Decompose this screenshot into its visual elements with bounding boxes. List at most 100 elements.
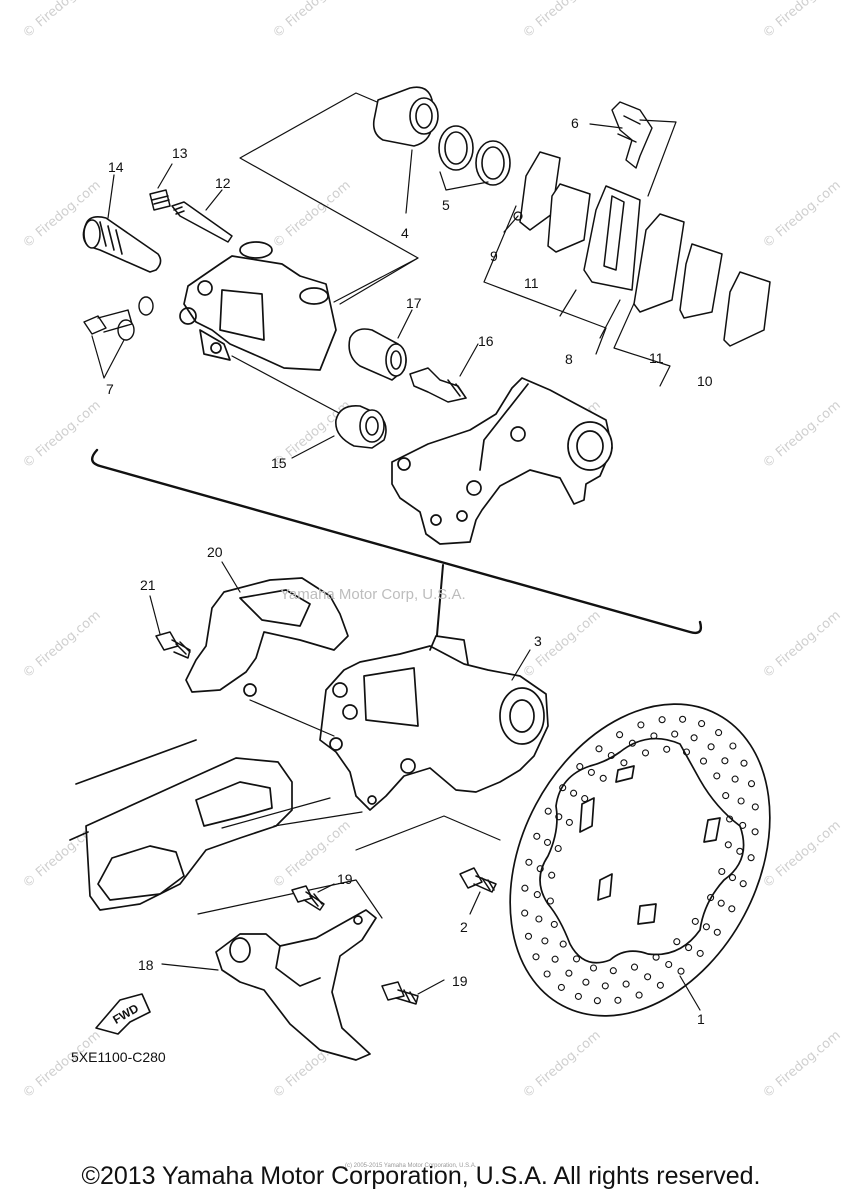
- disc-hole: [533, 891, 541, 899]
- disc-hole: [736, 847, 744, 855]
- disc-hole: [533, 832, 541, 840]
- leader-line: [339, 257, 419, 305]
- assembly-bracket-line: [91, 448, 703, 635]
- disc-hole: [739, 821, 747, 829]
- disc-hole: [541, 937, 549, 945]
- disc-hole: [582, 978, 590, 986]
- disc-hole: [691, 917, 699, 925]
- disc-hole: [607, 751, 615, 760]
- callout-3: 3: [534, 633, 542, 649]
- disc-hole: [737, 797, 745, 805]
- disc-hole: [525, 858, 533, 866]
- disc-hole: [581, 795, 589, 803]
- disc-hole: [559, 784, 567, 792]
- pad-pin-hole: [513, 211, 523, 221]
- disc-hole: [576, 763, 584, 771]
- callout-17: 17: [406, 295, 422, 311]
- disc-hole: [665, 960, 673, 969]
- disc-hole: [677, 967, 685, 975]
- guard-bolt-upper: [291, 885, 325, 911]
- callout-19: 19: [452, 973, 468, 989]
- disc-hole: [717, 899, 725, 907]
- disc-hole: [722, 792, 730, 800]
- disc-hole: [740, 759, 748, 767]
- disc-hole: [589, 964, 598, 972]
- disc-hole: [570, 789, 578, 797]
- disc-hole: [524, 932, 533, 940]
- caliper-body: [179, 241, 337, 371]
- disc-hole: [641, 749, 650, 757]
- disc-hole: [630, 963, 639, 971]
- disc-hole: [616, 731, 624, 739]
- callout-19: 19: [337, 871, 353, 887]
- leader-19: [417, 979, 445, 995]
- disc-hole: [724, 841, 732, 849]
- disc-hole: [635, 991, 643, 999]
- piston-seal: [438, 125, 511, 186]
- disc-hole: [559, 940, 567, 948]
- disc-hole: [671, 730, 679, 738]
- disc-hole: [535, 915, 543, 923]
- callout-6: 6: [571, 115, 579, 131]
- leader-2: [469, 891, 481, 915]
- disc-hole: [728, 874, 737, 882]
- disc-hole: [739, 880, 747, 888]
- disc-hole: [595, 745, 603, 753]
- bleed-screw: [149, 189, 171, 211]
- tiny-copyright: (c) 2005-2015 Yamaha Motor Corporation, …: [345, 1163, 477, 1169]
- leader-9: [503, 215, 519, 233]
- disc-hole: [682, 748, 691, 756]
- disc-hole: [731, 775, 739, 783]
- pad-pin: [171, 201, 233, 243]
- disc-hole: [550, 920, 558, 928]
- caliper-bolt: [409, 367, 467, 403]
- disc-hole: [679, 715, 687, 723]
- disc-hole: [652, 953, 660, 961]
- leader-18: [161, 963, 219, 971]
- disc-hole: [650, 732, 658, 740]
- disc-hole: [565, 969, 573, 977]
- disc-hole: [574, 992, 582, 1000]
- callout-18: 18: [138, 957, 154, 973]
- disc-hole: [728, 905, 736, 913]
- callout-5: 5: [442, 197, 450, 213]
- fwd-arrow-icon: [95, 993, 151, 1035]
- callout-21: 21: [140, 577, 156, 593]
- disc-hole: [637, 721, 645, 729]
- disc-hole: [713, 772, 721, 780]
- guard-bolt-lower: [381, 981, 419, 1005]
- disc-hole: [690, 734, 698, 742]
- leader-1: [679, 975, 701, 1011]
- disc-hole: [609, 967, 617, 975]
- disc-hole: [751, 828, 759, 836]
- disc-hole: [644, 973, 652, 981]
- disc-hole: [663, 745, 671, 753]
- disc-hole: [587, 768, 595, 776]
- callout-8: 8: [565, 351, 573, 367]
- disc-hole: [656, 981, 664, 989]
- disc-hole: [726, 815, 734, 823]
- callout-7: 7: [106, 381, 114, 397]
- slide-pin: [82, 216, 162, 273]
- caliper-assembly: [319, 635, 549, 811]
- disc-hole: [543, 838, 552, 846]
- disc-hole: [572, 955, 581, 963]
- swingarm: [69, 739, 293, 911]
- copyright-notice: ©2013 Yamaha Motor Corporation, U.S.A. A…: [81, 1162, 761, 1190]
- disc-hole: [593, 997, 601, 1005]
- callout-9: 9: [490, 248, 498, 264]
- brake-disc: [509, 703, 771, 1017]
- disc-hole: [548, 871, 556, 879]
- caliper-piston: [372, 86, 439, 147]
- disc-hole: [628, 739, 636, 747]
- leader-3: [511, 649, 531, 681]
- disc-hole: [721, 757, 729, 765]
- disc-hole: [614, 996, 622, 1004]
- callout-1: 1: [697, 1011, 705, 1027]
- disc-hole: [599, 774, 607, 782]
- bracket-bolt: [155, 631, 191, 659]
- disc-hole: [685, 944, 693, 952]
- diagram-code: 5XE1100-C280: [71, 1049, 166, 1065]
- disc-hole: [713, 928, 721, 936]
- disc-hole: [747, 854, 755, 862]
